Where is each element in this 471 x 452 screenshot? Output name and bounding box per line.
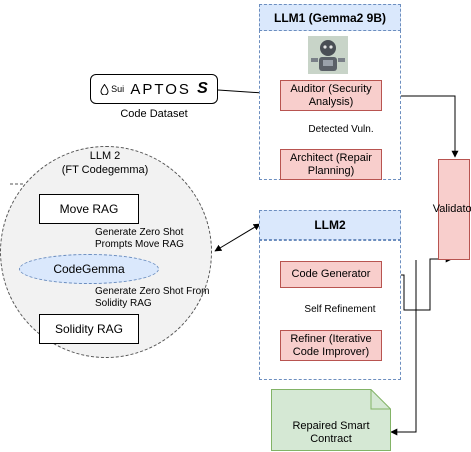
dataset-logos: Sui APTOS S xyxy=(90,74,218,104)
move-rag-box: Move RAG xyxy=(39,194,139,224)
solidity-rag-box: Solidity RAG xyxy=(39,314,139,344)
code-generator-box: Code Generator xyxy=(280,261,382,288)
edge-validator-output xyxy=(390,260,417,436)
repaired-contract-label: Repaired Smart Contract xyxy=(292,420,370,445)
detected-vuln-label: Detected Vuln. xyxy=(308,124,374,135)
rag-title-line2: (FT Codegemma) xyxy=(61,164,149,176)
auditor-box: Auditor (Security Analysis) xyxy=(280,80,382,111)
llm2-header: LLM2 xyxy=(259,210,401,240)
zero-shot-solidity-label: Generate Zero Shot From Solidity RAG xyxy=(95,286,210,309)
llm1-header: LLM1 (Gemma2 9B) xyxy=(259,4,401,31)
codegemma-node: CodeGemma xyxy=(19,254,159,284)
sui-logo-icon: Sui xyxy=(100,83,125,95)
edge-llm2-rag xyxy=(214,223,261,252)
repaired-contract-note: Repaired Smart Contract xyxy=(271,389,391,451)
architect-box: Architect (Repair Planning) xyxy=(280,149,382,180)
self-refinement-label: Self Refinement xyxy=(304,304,376,315)
rag-title-line1: LLM 2 xyxy=(89,150,121,162)
sui-logo-text: Sui xyxy=(111,84,125,94)
dataset-label: Code Dataset xyxy=(120,107,188,120)
solidity-s-icon: S xyxy=(197,80,208,97)
aptos-logo-icon: APTOS xyxy=(130,80,191,98)
edge-validator-auditor xyxy=(382,92,459,158)
zero-shot-move-label: Generate Zero Shot Prompts Move RAG xyxy=(95,227,184,250)
robot-icon xyxy=(308,36,348,74)
refiner-box: Refiner (Iterative Code Improver) xyxy=(280,330,382,361)
validator-box: Validator xyxy=(433,159,471,260)
